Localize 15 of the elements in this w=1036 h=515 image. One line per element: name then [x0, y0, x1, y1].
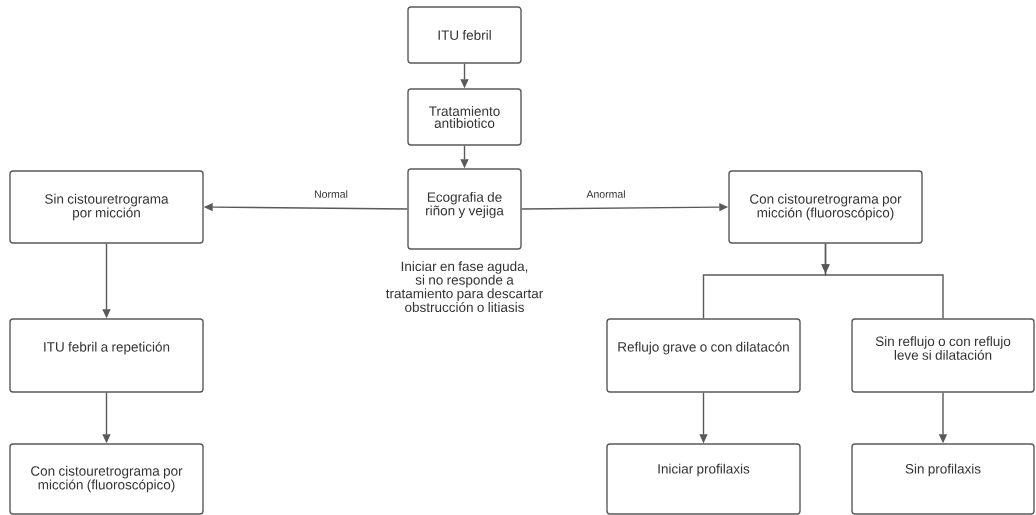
process-box: Reflujo grave o con dilatacón [606, 318, 801, 393]
process-box: Sin cistouretrograma por micción [9, 170, 204, 244]
process-box: Sin profilaxis [851, 443, 1035, 515]
note-text: Iniciar en fase aguda, si no responde a tratamiento para descartar obstrucción o litiasis [385, 261, 543, 312]
process-box: Sin reflujo o con reflujo leve si dilatación [851, 318, 1035, 393]
process-box: Tratamiento antibiotico [407, 88, 522, 146]
process-box: Con cistouretrograma por micción (fluoroscópico) [9, 443, 204, 515]
process-box: ITU febril a repetición [9, 318, 204, 393]
process-box: Ecografia de riñon y vejiga [407, 168, 522, 250]
edge-label: Anormal [585, 189, 627, 199]
process-box: ITU febril [407, 6, 522, 64]
connector [821, 243, 944, 319]
process-box: Con cistouretrograma por micción (fluoroscópico) [728, 170, 923, 244]
edge-label: Normal [313, 189, 349, 199]
process-box: Iniciar profilaxis [606, 443, 801, 515]
